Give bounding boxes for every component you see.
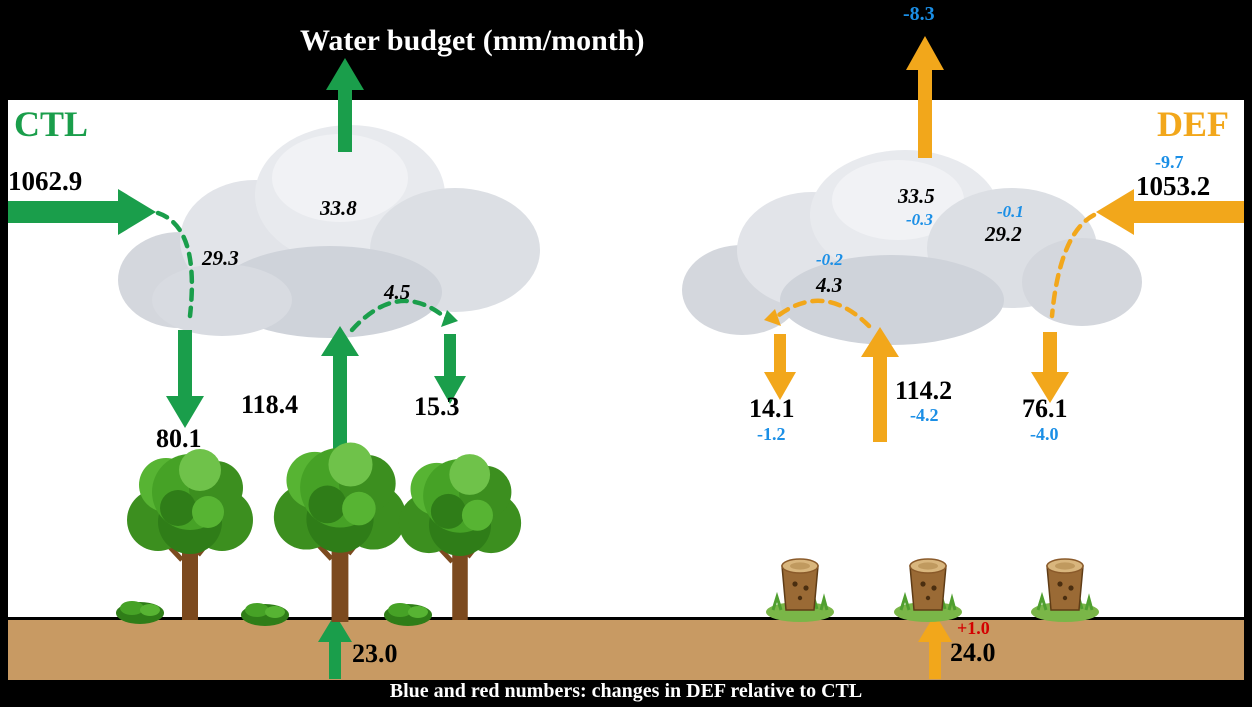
def-recycled-arc-value: 4.3 bbox=[816, 273, 843, 297]
ctl-recycled-arc-value: 4.5 bbox=[384, 280, 411, 304]
def-inflow-to-cloud-value: 29.2 bbox=[985, 222, 1022, 246]
figure-title: Water budget (mm/month) bbox=[300, 24, 645, 57]
def-evap-diff-value: -4.2 bbox=[910, 405, 939, 425]
sky-panel bbox=[8, 100, 1244, 617]
ctl-evap-value: 118.4 bbox=[241, 390, 299, 419]
def-cloud-top-outflow-value: 33.5 bbox=[898, 184, 935, 208]
ctl-inflow-to-cloud-value: 29.3 bbox=[202, 246, 239, 270]
def-ground-flux-diff-value: +1.0 bbox=[957, 618, 990, 638]
ctl-label: CTL bbox=[14, 104, 89, 144]
figure-caption: Blue and red numbers: changes in DEF rel… bbox=[389, 680, 863, 702]
def-precip-right-diff-value: -4.0 bbox=[1030, 424, 1059, 444]
ctl-inflow-value: 1062.9 bbox=[8, 166, 83, 196]
def-inflow-value: 1053.2 bbox=[1136, 171, 1211, 201]
def-precip-left-value: 14.1 bbox=[749, 394, 795, 423]
ctl-precip-left-value: 80.1 bbox=[156, 424, 202, 453]
def-inflow-to-cloud-diff-value: -0.1 bbox=[997, 202, 1024, 221]
def-top-outflow-diff-value: -8.3 bbox=[903, 3, 935, 25]
ctl-precip-right-value: 15.3 bbox=[414, 392, 460, 421]
ctl-ground-flux-value: 23.0 bbox=[352, 639, 398, 668]
ground-strip bbox=[8, 617, 1244, 680]
def-inflow-diff-value: -9.7 bbox=[1155, 152, 1184, 172]
def-ground-flux-value: 24.0 bbox=[950, 638, 996, 667]
ctl-cloud-top-outflow-value: 33.8 bbox=[320, 196, 357, 220]
def-evap-value: 114.2 bbox=[895, 376, 953, 405]
def-label: DEF bbox=[1157, 104, 1229, 144]
def-cloud-top-outflow-diff-value: -0.3 bbox=[906, 210, 933, 229]
def-precip-right-value: 76.1 bbox=[1022, 394, 1068, 423]
def-recycled-arc-diff-value: -0.2 bbox=[816, 250, 843, 269]
def-precip-left-diff-value: -1.2 bbox=[757, 424, 786, 444]
